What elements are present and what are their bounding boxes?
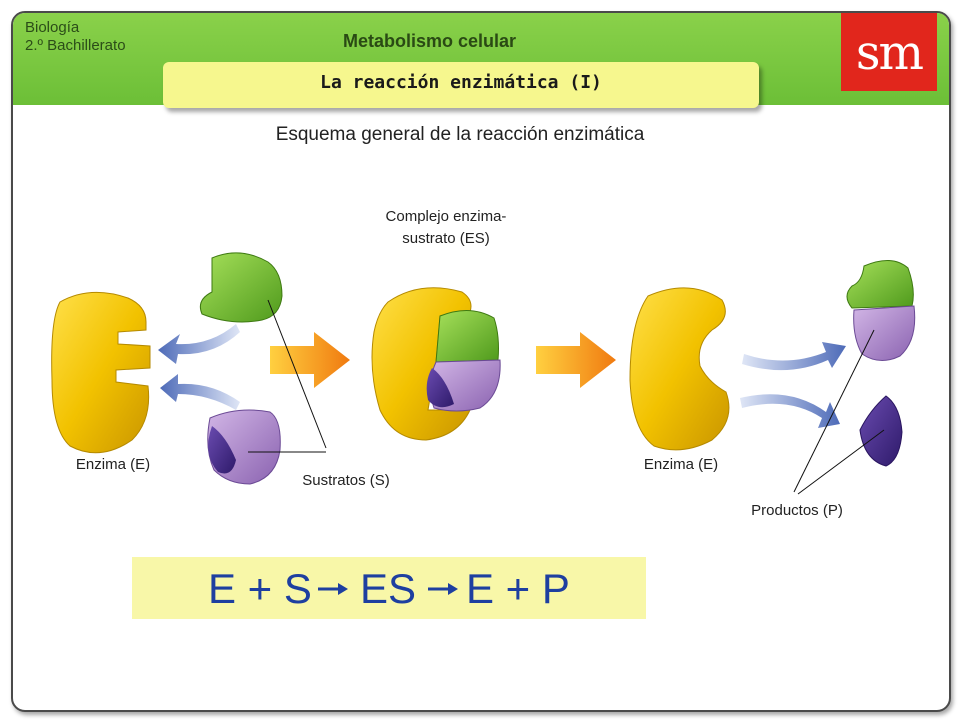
substrate-pointer-green	[267, 299, 327, 449]
arrow-from-complex	[536, 332, 616, 388]
products-label: Productos (P)	[751, 502, 843, 519]
unit-title: Metabolismo celular	[343, 31, 517, 51]
enzyme-left-shape	[51, 291, 151, 454]
arrow-substrate-release-upper	[158, 324, 240, 364]
equation-row: E + S ES E + P	[208, 565, 570, 612]
complex-label-line1: Complejo enzima-	[385, 208, 507, 225]
subject-grade: 2.º Bachillerato	[25, 37, 126, 54]
complex-label-line2: sustrato (ES)	[402, 230, 490, 247]
logo-text: sm	[855, 25, 924, 81]
arrow-to-product-lower	[740, 394, 840, 428]
section-title-bar: La reacción enzimática (I)	[163, 62, 759, 108]
complex-substrate-purple-core	[426, 368, 454, 408]
arrow-substrate-release-lower	[160, 374, 240, 410]
product-pointer-purple	[793, 329, 875, 493]
arrow-to-complex	[270, 332, 350, 388]
equation-part2: ES	[360, 565, 416, 612]
equation-box: E + S ES E + P	[132, 557, 646, 619]
enzyme-right-shape	[629, 287, 730, 451]
substrate-green-shape	[199, 252, 283, 323]
equation-arrow-2	[428, 583, 458, 595]
equation-part1: E + S	[208, 565, 312, 612]
equation-arrow-1	[318, 583, 348, 595]
enzyme-label-left: Enzima (E)	[75, 456, 151, 473]
complex-substrate-green	[435, 310, 499, 363]
complex-enzyme-shape	[371, 287, 472, 441]
product-purple-shape	[853, 305, 916, 361]
substrate-purple-core	[208, 426, 236, 474]
arrow-to-product-upper	[742, 342, 846, 371]
product-pointer-dark	[797, 429, 885, 495]
product-green-shape	[846, 260, 914, 309]
enzyme-label-right: Enzima (E)	[643, 456, 719, 473]
product-dark-purple-shape	[859, 395, 903, 467]
diagram-heading: Esquema general de la reacción enzimátic…	[275, 124, 645, 145]
equation-part3: E + P	[466, 565, 570, 612]
sm-logo: sm	[841, 13, 937, 91]
substrates-label: Sustratos (S)	[302, 472, 390, 489]
subject-name: Biología	[25, 19, 80, 36]
complex-label: Complejo enzima- sustrato (ES)	[356, 206, 536, 250]
section-title: La reacción enzimática (I)	[320, 72, 602, 93]
subject-label: Biología 2.º Bachillerato	[25, 19, 126, 55]
